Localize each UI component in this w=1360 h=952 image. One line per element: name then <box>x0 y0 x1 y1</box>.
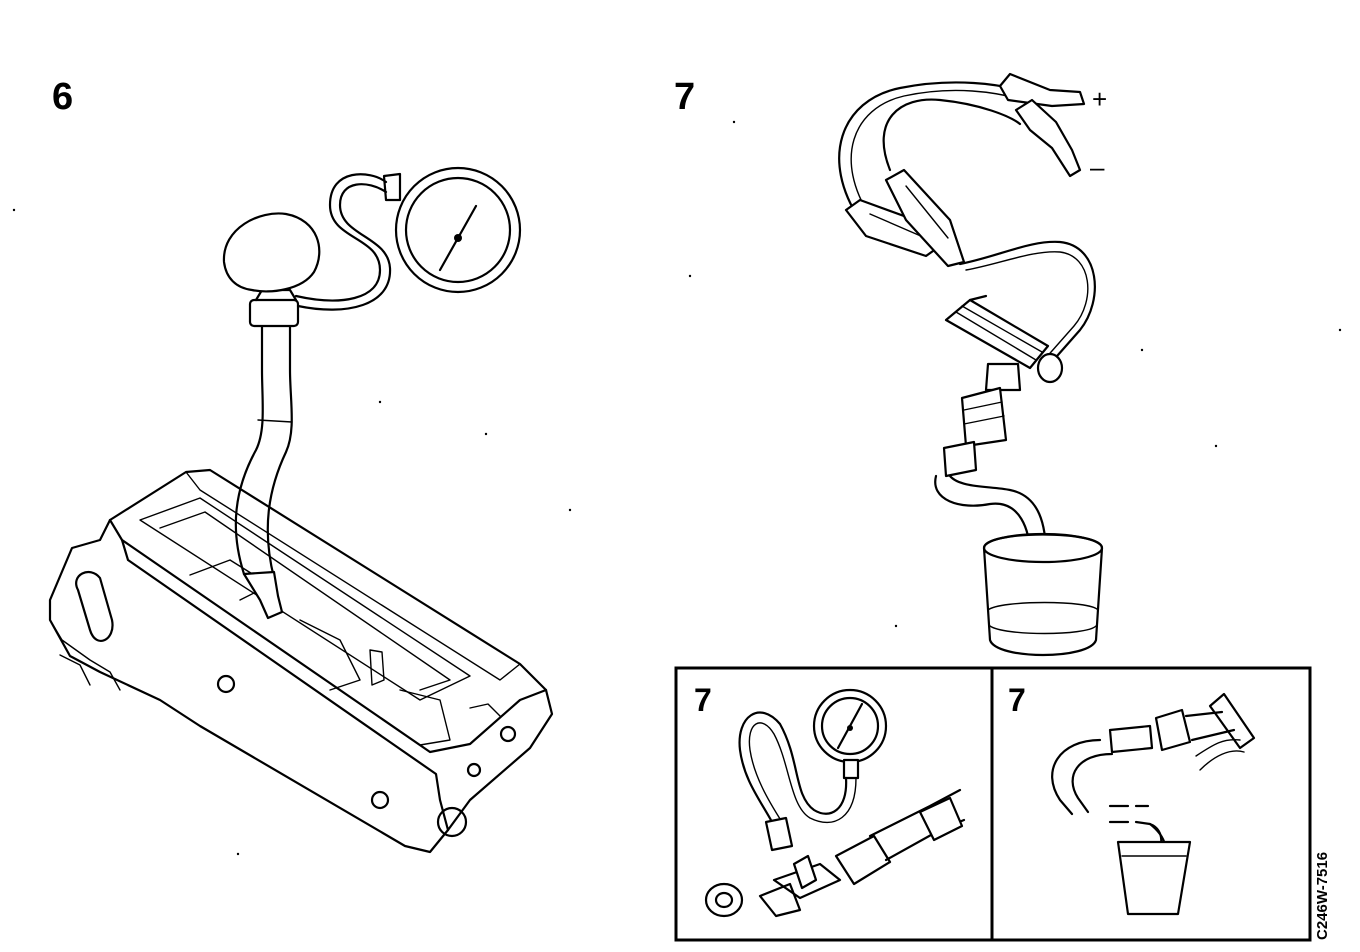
figure-6-label: 6 <box>52 76 74 118</box>
inset-right-drain-drawing <box>1051 692 1256 916</box>
inset-right-label: 7 <box>1008 682 1026 718</box>
negative-terminal-sign: – <box>1090 152 1105 182</box>
inset-left-pressure-gauge-drawing <box>704 688 966 918</box>
inset-left-label: 7 <box>694 682 712 718</box>
positive-terminal-sign: + <box>1092 84 1108 114</box>
figure-6-valve-cover-drawing <box>48 166 554 854</box>
inset-frames <box>674 666 1312 942</box>
figure-7-test-harness-drawing <box>838 72 1104 657</box>
figure-7-label: 7 <box>674 76 696 118</box>
print-specks <box>12 120 1342 856</box>
